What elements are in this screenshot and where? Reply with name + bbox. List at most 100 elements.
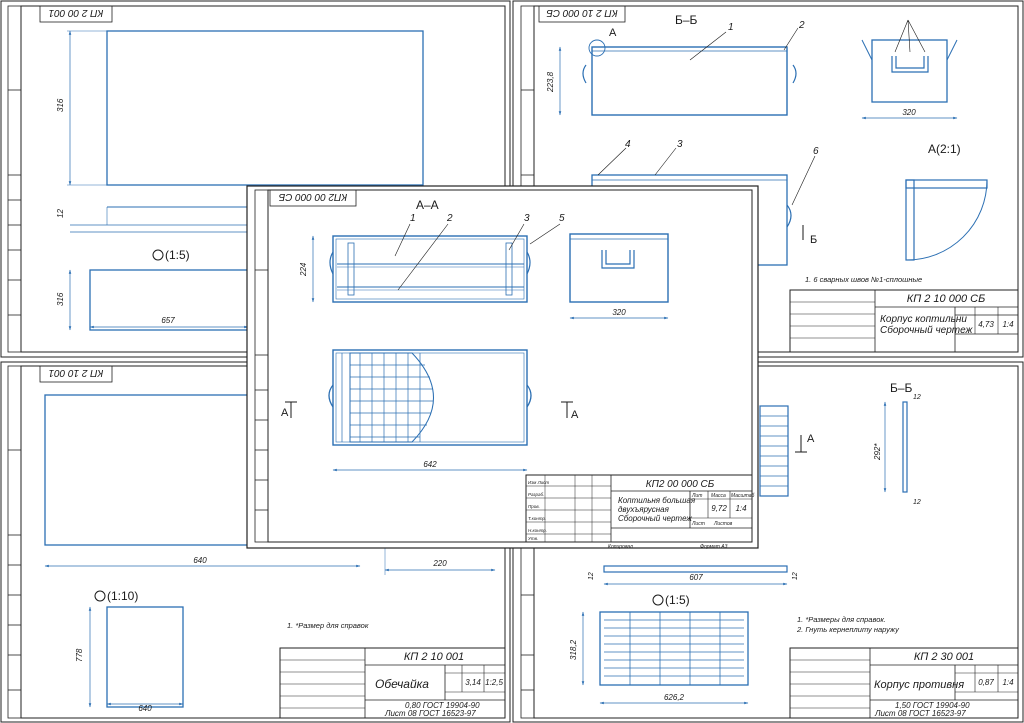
stamp-text: КП 2 10 001 [49,367,104,378]
callout-2: 2 [446,213,453,224]
dim-blank-width: 640 [138,704,152,713]
dim-blank-height: 778 [75,648,84,662]
detail-a-label: А [609,27,617,39]
dim-height: 316 [56,98,65,112]
dim-height: 223,8 [546,71,555,93]
dim-length: 642 [423,460,437,469]
material-line-2: Лист 08 ГОСТ 16523-97 [874,709,966,718]
copy-label: Копировал [608,544,633,550]
block-lit-header: Лит [691,493,702,499]
scale-value: 1:4 [1002,320,1014,329]
view-scale: (1:10) [107,589,138,603]
callout-3: 3 [677,139,683,150]
sheet-front: КП2 00 000 СБ А–А 224 1 2 3 5 [246,185,759,550]
title-block: КП 2 10 000 СБ Корпус коптильни Сборочны… [789,289,1019,353]
stamp-text: КП2 00 000 СБ [278,191,347,202]
material-line: 0,80 ГОСТ 19904-90 [405,701,480,710]
dim-blank-width: 657 [161,316,175,325]
block-scale-header: Масштаб [731,493,755,499]
block-sheet-label: Лист [691,521,705,527]
tray-grid-partial [759,405,789,497]
view-symbol-icon [152,249,164,261]
note-2: 2. Гнуть кернеплиту наружу [796,625,900,634]
block-row-5: Утв. [528,536,538,541]
callout-1: 1 [410,213,416,224]
title-name: Обечайка [375,677,429,691]
dim-thickness: 12 [56,209,65,218]
side-strip [7,5,22,353]
dim-flange: 220 [432,559,447,568]
smoker-side-view [569,233,669,303]
dim-depth: 292* [873,443,882,461]
block-sheets-label: Листов [713,521,733,527]
block-row-0: Изм Лист [528,480,549,485]
scale-value: 1:4 [1002,678,1014,687]
dim-strip-length: 607 [689,573,703,582]
stamp-text: КП 2 10 000 СБ [546,7,618,18]
smoker-top-view [328,349,532,446]
cut-label: Б [810,234,817,246]
format-label: Формат А3 [700,544,728,550]
view-symbol-icon [652,594,664,606]
smoker-section-view [329,235,531,303]
cut-label: А [807,433,815,445]
title-code: КП2 00 000 СБ [646,479,715,490]
mass-value: 4,73 [978,320,994,329]
stamp-text: КП 2 00 001 [49,7,104,18]
dim-width: 320 [612,308,626,317]
dim-width: 320 [902,108,916,117]
title-code: КП 2 10 001 [404,651,464,663]
stamp-box: КП 2 10 000 СБ [538,5,626,23]
size-note: 1. *Размер для справок [287,621,369,630]
title-code: КП 2 30 001 [914,651,974,663]
block-row-1: Разраб. [528,492,544,497]
callout-1: 1 [728,22,734,33]
stamp-box: КП2 00 000 СБ [269,189,357,207]
stamp-box: КП 2 00 001 [39,5,113,23]
callout-2: 2 [798,20,805,31]
view-scale: (1:5) [165,248,190,262]
note-1: 1. *Размеры для справок. [797,615,886,624]
dim-grid-width: 626,2 [664,693,685,702]
section-title: А–А [416,198,439,212]
tray-grid [599,611,749,686]
stamp-box: КП 2 10 001 [39,365,113,383]
callout-3: 3 [524,213,530,224]
dim-strip-left: 12 [588,572,595,580]
dim-length: 640 [193,556,207,565]
mass-value: 3,14 [465,678,481,687]
view-symbol-icon [94,590,106,602]
title-sub: Сборочный чертеж [880,324,974,336]
tray-section [902,401,908,493]
dim-strip-right: 12 [792,572,799,580]
title-name-2: двухъярусная [618,505,670,514]
cut-label-left: А [281,407,289,419]
dim-flange-top: 12 [913,394,921,401]
callout-5: 5 [559,213,565,224]
scale-value: 1:4 [735,504,747,513]
weld-note: 1. 6 сварных швов №1-сплошные [805,275,922,284]
detail-title: А(2:1) [928,142,961,156]
title-sub: Сборочный чертеж [618,514,692,523]
title-code: КП 2 10 000 СБ [907,293,986,305]
mass-value: 9,72 [711,504,727,513]
callout-6: 6 [813,146,819,157]
dim-blank-height: 316 [56,292,65,306]
dim-height: 224 [299,262,308,277]
detail-a-circle [588,39,606,57]
body-front-view [591,46,788,116]
shell-outline [106,30,424,186]
tray-strip [603,565,788,573]
title-block: КП2 00 000 СБ Коптильня большая двухъяру… [525,474,755,543]
cut-label-right: А [571,409,579,421]
blank-outline [106,606,184,708]
scale-value: 1:2,5 [485,678,503,687]
section-title: Б–Б [890,381,913,395]
title-name: Корпус коптильни [880,314,967,325]
block-row-3: Т.контр. [528,516,546,521]
dim-grid-height: 318,2 [569,639,578,660]
title-block: КП 2 10 001 Обечайка 0,80 ГОСТ 19904-90 … [279,647,506,719]
material-line: 1,50 ГОСТ 19904-90 [895,701,970,710]
block-row-4: Н.контр. [528,528,547,533]
